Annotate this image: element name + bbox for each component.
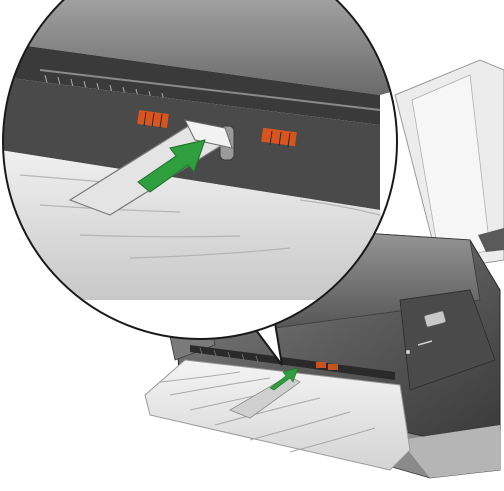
green-arrow-icon [269,367,299,391]
input-tray [394,59,504,271]
status-light-icon [406,350,410,354]
output-tray [144,359,411,471]
zoom-callout [2,0,398,340]
green-arrow-icon [137,139,206,193]
